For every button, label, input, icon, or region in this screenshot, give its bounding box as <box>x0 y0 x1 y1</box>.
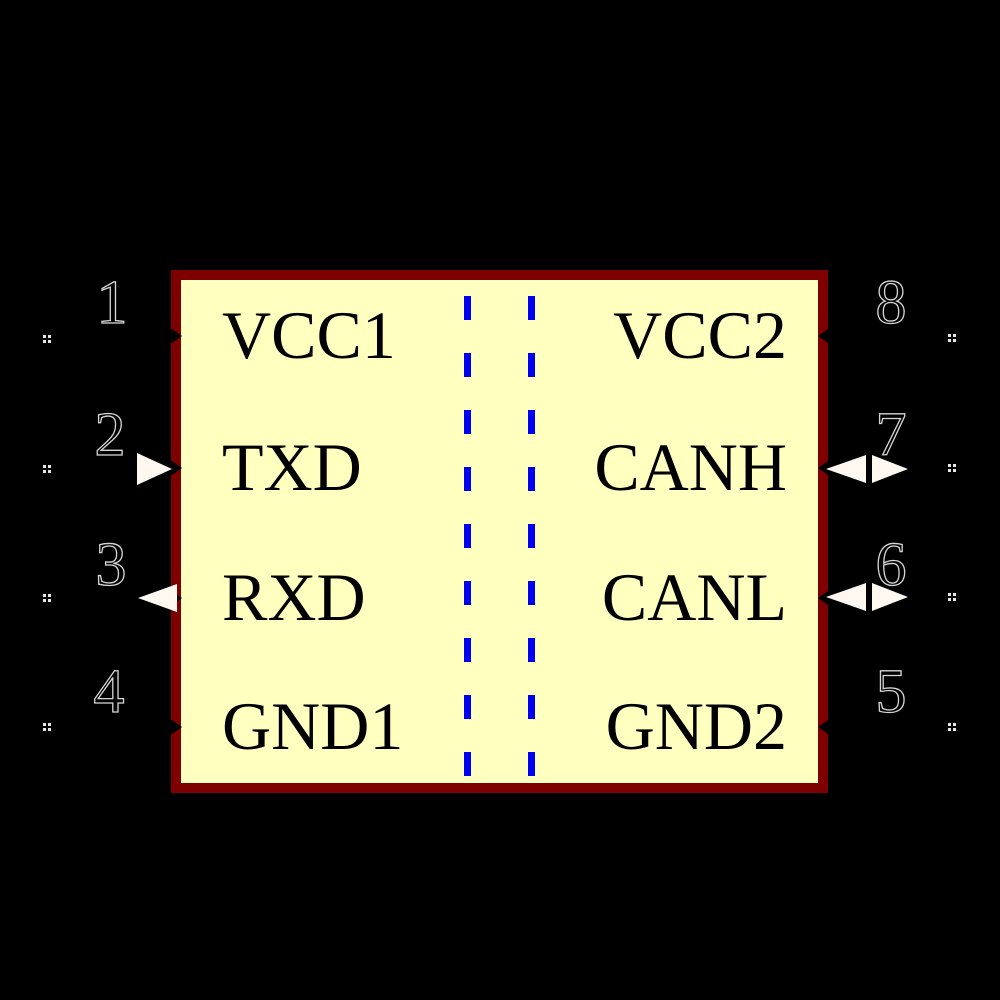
pin-number-3: 3 <box>96 531 127 599</box>
pin-label-canh: CANH <box>594 429 787 505</box>
pin2-endpoint-marker[interactable] <box>43 465 51 473</box>
pin-label-vcc2: VCC2 <box>613 297 787 373</box>
pin-label-gnd2: GND2 <box>605 688 787 764</box>
pin-number-4: 4 <box>94 658 125 726</box>
chip-body[interactable] <box>171 270 828 793</box>
pin-number-2: 2 <box>95 401 126 469</box>
pin1-endpoint-marker[interactable] <box>43 335 51 343</box>
pin-label-canl: CANL <box>601 559 787 635</box>
pin-label-rxd: RXD <box>222 559 366 635</box>
canl-bidirectional-arrow-icon <box>826 583 908 611</box>
pin3-endpoint-marker[interactable] <box>43 594 51 602</box>
txd-input-arrow-icon <box>137 453 172 485</box>
pin-number-6: 6 <box>876 531 907 599</box>
pin-number-8: 8 <box>876 269 907 337</box>
pin4-endpoint-marker[interactable] <box>43 723 51 731</box>
pin8-endpoint-marker[interactable] <box>948 334 956 342</box>
pin5-endpoint-marker[interactable] <box>948 723 956 731</box>
pin6-endpoint-marker[interactable] <box>948 593 956 601</box>
pin7-endpoint-marker[interactable] <box>948 464 956 472</box>
pin-label-txd: TXD <box>222 429 362 505</box>
pin-label-vcc1: VCC1 <box>222 297 396 373</box>
pin-number-7: 7 <box>876 401 907 469</box>
pin-label-gnd1: GND1 <box>222 688 404 764</box>
pin-number-5: 5 <box>876 658 907 726</box>
pin-number-1: 1 <box>97 269 128 337</box>
canh-bidirectional-arrow-icon <box>826 455 908 483</box>
